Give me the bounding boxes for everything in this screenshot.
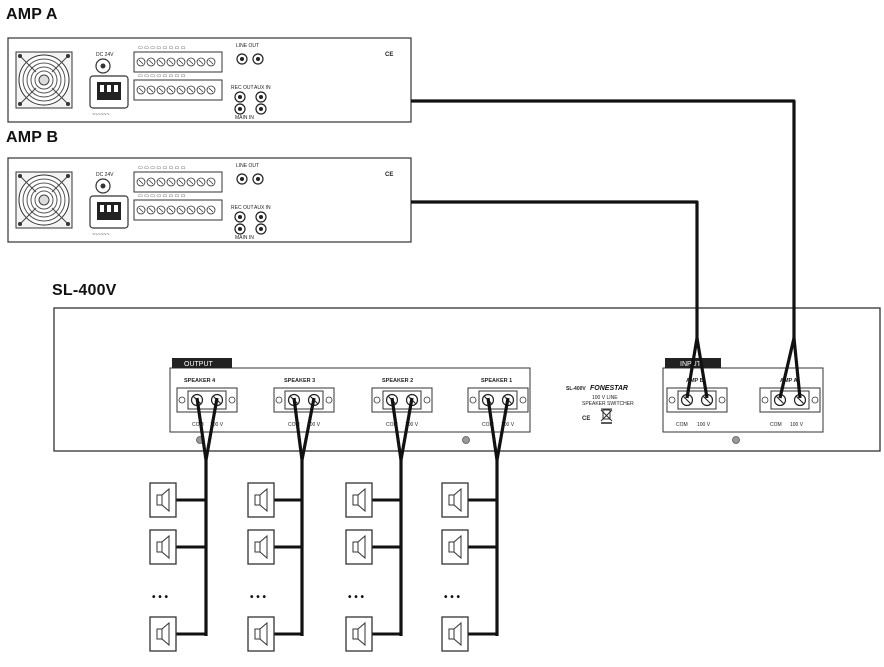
amp-b-title: AMP B: [6, 129, 59, 146]
speaker-ellipsis: • • •: [250, 592, 267, 603]
amp-b-ce-mark: CE: [385, 172, 393, 178]
amp-b-main-in-label: MAIN IN: [235, 235, 254, 241]
amp-a-input-terminal: AMP A COM 100 V: [759, 378, 821, 428]
svg-text:~~~~~~: ~~~~~~: [92, 112, 110, 118]
amp-a-ce-mark: CE: [385, 52, 393, 58]
amp-b-terminal-strip-top: [133, 171, 223, 193]
switcher-title: SL-400V: [52, 282, 117, 299]
svg-text:▭ ▭ ▭ ▭ ▭ ▭ ▭ ▭: ▭ ▭ ▭ ▭ ▭ ▭ ▭ ▭: [138, 165, 186, 171]
speaker-icon: [247, 529, 275, 565]
amp-a-rear-panel: DC 24V ~~~~~~ ▭ ▭ ▭ ▭ ▭ ▭ ▭ ▭ ▭ ▭ ▭ ▭ ▭ …: [7, 37, 412, 123]
amp-a-terminal-strip-bottom: [133, 79, 223, 101]
speaker-ellipsis: • • •: [444, 592, 461, 603]
screw-icon: [732, 436, 740, 444]
speaker-4-label: SPEAKER 4: [184, 378, 216, 384]
amp-b-fan-icon: [15, 171, 73, 229]
amp-a-power-inlet-icon: [89, 75, 129, 109]
amp-a-title: AMP A: [6, 6, 58, 23]
amp-a-main-in-label: MAIN IN: [235, 115, 254, 121]
speaker-ellipsis: • • •: [152, 592, 169, 603]
screw-icon: [462, 436, 470, 444]
speaker-column-1: • • •: [441, 482, 497, 652]
cable-amp-a-to-input: [411, 99, 802, 399]
speaker-column-3: • • •: [247, 482, 302, 652]
speaker-4-terminal: SPEAKER 4 COM 100 V: [176, 378, 238, 428]
switcher-rear-panel: OUTPUT SPEAKER 4 COM 100 V SPEAKER 3 COM…: [53, 307, 881, 452]
speaker-2-label: SPEAKER 2: [382, 378, 413, 384]
speaker-icon: [441, 482, 469, 518]
amp-b-rear-panel: DC 24V ~~~~~~ ▭ ▭ ▭ ▭ ▭ ▭ ▭ ▭ ▭ ▭ ▭ ▭ ▭ …: [7, 157, 412, 243]
svg-text:~~~~~~: ~~~~~~: [92, 232, 110, 238]
center-desc-1: 100 V LINE: [592, 395, 618, 401]
output-label: OUTPUT: [184, 361, 214, 368]
speaker-icon: [149, 482, 177, 518]
speaker-2-terminal: SPEAKER 2 COM 100 V: [371, 378, 433, 428]
speaker-icon: [345, 616, 373, 652]
amp-b-line-out-label: LINE OUT: [236, 163, 259, 169]
amp-b-aux-in-label: AUX IN: [254, 205, 271, 211]
amp-a-line-out-label: LINE OUT: [236, 43, 259, 49]
speaker-icon: [441, 616, 469, 652]
amp-b-input-100v-label: 100 V: [697, 422, 711, 428]
input-label: INPUT: [680, 361, 702, 368]
svg-text:▭ ▭ ▭ ▭ ▭ ▭ ▭ ▭: ▭ ▭ ▭ ▭ ▭ ▭ ▭ ▭: [138, 73, 186, 79]
amp-b-terminal-strip-bottom: [133, 199, 223, 221]
speaker-3-100v-label: 100 V: [307, 422, 321, 428]
speaker-column-4: • • •: [149, 482, 206, 652]
speaker-4-100v-label: 100 V: [210, 422, 224, 428]
amp-b-power-inlet-icon: [89, 195, 129, 229]
speaker-1-com-label: COM: [482, 422, 494, 428]
amp-a-input-label: AMP A: [780, 378, 797, 384]
speaker-icon: [247, 482, 275, 518]
speaker-1-terminal: SPEAKER 1 COM 100 V: [467, 378, 529, 428]
speaker-4-com-label: COM: [192, 422, 204, 428]
speaker-ellipsis: • • •: [348, 592, 365, 603]
amp-b-input-label: AMP B: [686, 378, 704, 384]
speaker-icon: [149, 616, 177, 652]
amp-b-input-terminal: AMP B COM 100 V: [666, 378, 728, 428]
speaker-column-2: • • •: [345, 482, 401, 652]
svg-text:▭ ▭ ▭ ▭ ▭ ▭ ▭ ▭: ▭ ▭ ▭ ▭ ▭ ▭ ▭ ▭: [138, 193, 186, 199]
speaker-1-100v-label: 100 V: [501, 422, 515, 428]
speaker-2-100v-label: 100 V: [405, 422, 419, 428]
amp-b-input-com-label: COM: [676, 422, 688, 428]
amp-a-input-com-label: COM: [770, 422, 782, 428]
speaker-icon: [247, 616, 275, 652]
center-ce-mark: CE: [582, 416, 590, 422]
speaker-2-com-label: COM: [386, 422, 398, 428]
speaker-1-label: SPEAKER 1: [481, 378, 512, 384]
output-tab: [172, 358, 232, 368]
speaker-icon: [149, 529, 177, 565]
amp-b-dc-label: DC 24V: [96, 172, 114, 178]
brand-logo: FONESTAR: [590, 385, 628, 392]
amp-a-terminal-strip-top: [133, 51, 223, 73]
amp-b-rec-out-label: REC OUT: [231, 205, 254, 211]
amp-a-input-100v-label: 100 V: [790, 422, 804, 428]
speaker-3-label: SPEAKER 3: [284, 378, 315, 384]
speaker-icon: [345, 529, 373, 565]
center-model-label: SL-400V: [566, 386, 586, 392]
amp-a-dc-label: DC 24V: [96, 52, 114, 58]
weee-bin-icon: [600, 408, 613, 424]
cable-amp-b-to-input: [411, 200, 709, 399]
speaker-3-terminal: SPEAKER 3 COM 100 V: [273, 378, 335, 428]
speaker-icon: [345, 482, 373, 518]
amp-a-fan-icon: [15, 51, 73, 109]
speaker-icon: [441, 529, 469, 565]
speaker-3-com-label: COM: [288, 422, 300, 428]
amp-a-rec-out-label: REC OUT: [231, 85, 254, 91]
amp-a-aux-in-label: AUX IN: [254, 85, 271, 91]
svg-text:▭ ▭ ▭ ▭ ▭ ▭ ▭ ▭: ▭ ▭ ▭ ▭ ▭ ▭ ▭ ▭: [138, 45, 186, 51]
center-desc-2: SPEAKER SWITCHER: [582, 401, 634, 407]
